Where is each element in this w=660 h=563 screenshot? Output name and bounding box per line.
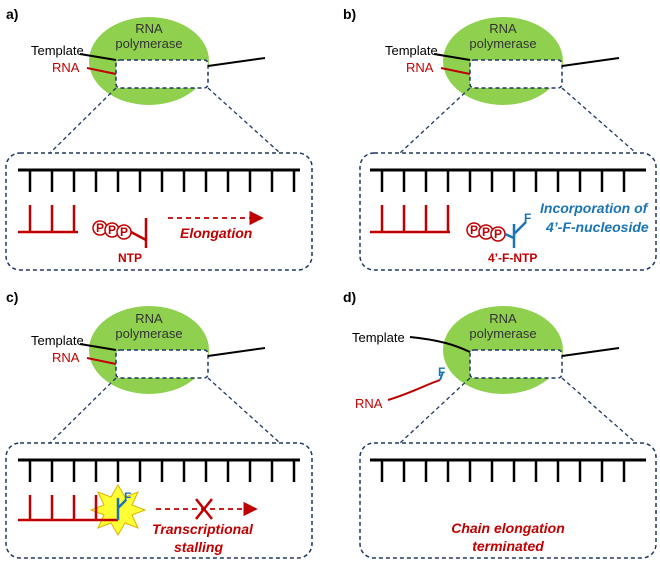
rna-strand bbox=[86, 67, 117, 75]
phosphate-3: P bbox=[494, 227, 502, 241]
zoom-box bbox=[5, 152, 313, 271]
panel-a: a) RNA polymerase Template RNA bbox=[5, 6, 313, 271]
panel-a-label: a) bbox=[6, 6, 18, 22]
zoom-window bbox=[115, 349, 209, 379]
polymerase-line2: polymerase bbox=[115, 326, 182, 341]
rna-nucleotides bbox=[18, 205, 78, 234]
polymerase-line2: polymerase bbox=[469, 36, 536, 51]
phosphate-1: P bbox=[470, 223, 478, 237]
action-line2: stalling bbox=[174, 539, 223, 555]
template-ticks bbox=[380, 170, 626, 192]
rna-label: RNA bbox=[52, 350, 80, 365]
panel-b-label: b) bbox=[343, 6, 356, 22]
zoom-window bbox=[115, 59, 209, 89]
panel-d: d) RNA polymerase F Template RNA Chain e… bbox=[343, 289, 657, 559]
ntp-label: 4’-F-NTP bbox=[488, 251, 537, 265]
rna-label: RNA bbox=[406, 60, 434, 75]
template-strand bbox=[79, 53, 117, 61]
fluoro-label: F bbox=[524, 211, 531, 225]
action-line2: 4’-F-nucleoside bbox=[545, 219, 649, 235]
polymerase-line1: RNA bbox=[489, 21, 517, 36]
zoom-window bbox=[469, 59, 563, 89]
fluoro-nucleotide bbox=[116, 498, 127, 520]
phosphate-2: P bbox=[482, 225, 490, 239]
action-line1: Incorporation of bbox=[540, 200, 649, 216]
polymerase-line1: RNA bbox=[489, 311, 517, 326]
rna-label: RNA bbox=[355, 396, 383, 411]
rna-label: RNA bbox=[52, 60, 80, 75]
zoom-box bbox=[359, 152, 657, 271]
zoom-box bbox=[359, 442, 657, 559]
panel-c-label: c) bbox=[6, 289, 18, 305]
template-label: Template bbox=[31, 333, 84, 348]
panel-c: c) RNA polymerase Template RNA F bbox=[5, 289, 313, 559]
polymerase-line2: polymerase bbox=[115, 36, 182, 51]
action-line1: Transcriptional bbox=[152, 521, 254, 537]
fluoro-label: F bbox=[124, 490, 131, 504]
template-ticks bbox=[28, 460, 296, 482]
polymerase-line2: polymerase bbox=[469, 326, 536, 341]
released-rna bbox=[387, 379, 441, 401]
action-line2: terminated bbox=[472, 538, 544, 554]
panel-b: b) RNA polymerase Template RNA bbox=[343, 6, 657, 271]
action-label: Elongation bbox=[180, 225, 252, 241]
phosphate-3: P bbox=[120, 225, 128, 239]
polymerase-line1: RNA bbox=[135, 311, 163, 326]
zoom-window bbox=[469, 349, 563, 379]
template-label: Template bbox=[385, 43, 438, 58]
fluoro-label: F bbox=[438, 365, 445, 379]
polymerase-line1: RNA bbox=[135, 21, 163, 36]
zoom-box bbox=[5, 442, 313, 559]
panel-d-label: d) bbox=[343, 289, 356, 305]
ntp-label: NTP bbox=[118, 251, 142, 265]
phosphate-1: P bbox=[96, 221, 104, 235]
fluoro-ntp-molecule: P P P F bbox=[466, 211, 531, 248]
template-ticks bbox=[380, 460, 626, 482]
action-line1: Chain elongation bbox=[451, 520, 565, 536]
template-label: Template bbox=[31, 43, 84, 58]
stop-cross bbox=[195, 498, 213, 520]
phosphate-2: P bbox=[108, 223, 116, 237]
template-strand-exit bbox=[207, 57, 266, 67]
template-label: Template bbox=[352, 330, 405, 345]
ntp-molecule: P P P bbox=[92, 218, 148, 248]
rna-nucleotides bbox=[370, 205, 450, 234]
rna-nucleotides bbox=[18, 495, 118, 522]
template-ticks bbox=[28, 170, 296, 192]
